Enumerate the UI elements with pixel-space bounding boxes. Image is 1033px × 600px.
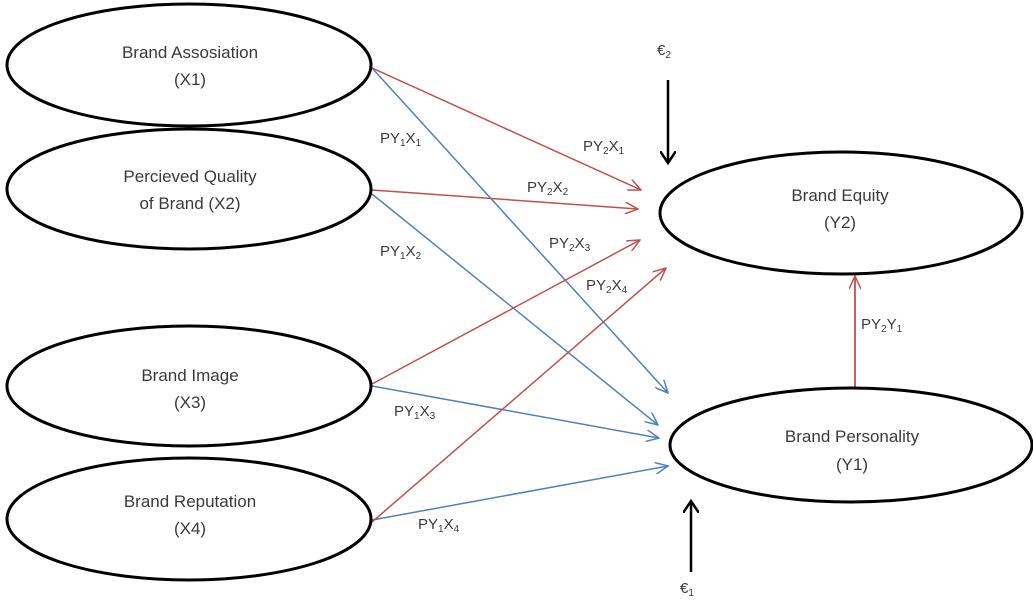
node-x3-name: Brand Image: [141, 366, 238, 385]
node-x3-code: (X3): [174, 393, 206, 412]
arrow-x4-to-y2: [371, 268, 666, 523]
node-y2-code: (Y2): [824, 213, 856, 232]
node-x1-name: Brand Assosiation: [122, 43, 258, 62]
error-e2-label: €2: [657, 42, 671, 61]
path-label-py1x1: PY1X1: [380, 130, 422, 149]
node-x1-code: (X1): [174, 70, 206, 89]
node-x4-code: (X4): [174, 519, 206, 538]
node-y1: Brand Personality (Y1): [668, 386, 1033, 504]
path-label-py2x4: PY2X4: [586, 277, 628, 296]
node-y1-name: Brand Personality: [785, 427, 920, 446]
path-label-py2y1: PY2Y1: [861, 316, 903, 335]
arrow-x2-to-y2: [371, 189, 638, 209]
node-x2: Percieved Quality of Brand (X2): [5, 127, 373, 251]
error-e1-label: €1: [680, 580, 694, 599]
path-label-py1x4: PY1X4: [418, 516, 460, 535]
node-y2: Brand Equity (Y2): [658, 150, 1024, 276]
node-x4-name: Brand Reputation: [124, 492, 256, 511]
node-x3: Brand Image (X3): [5, 324, 373, 448]
arrow-x2-to-y1: [371, 193, 658, 425]
arrow-x3-to-y1: [371, 385, 659, 438]
arrow-x1-to-y1: [371, 67, 668, 393]
path-label-py1x3: PY1X3: [394, 403, 436, 422]
path-label-py2x1: PY2X1: [583, 138, 625, 157]
node-x4: Brand Reputation (X4): [5, 456, 373, 582]
arrow-x4-to-y1: [371, 466, 668, 521]
node-x1: Brand Assosiation (X1): [5, 2, 373, 128]
node-x2-code: of Brand (X2): [139, 194, 240, 213]
node-y1-code: (Y1): [836, 455, 868, 474]
path-label-py2x3: PY2X3: [549, 235, 591, 254]
arrow-x3-to-y2: [371, 240, 640, 385]
node-x2-name: Percieved Quality: [123, 167, 257, 186]
arrow-x1-to-y2: [371, 67, 641, 190]
path-label-py2x2: PY2X2: [527, 179, 569, 198]
path-label-py1x2: PY1X2: [380, 243, 422, 262]
node-y2-name: Brand Equity: [791, 186, 889, 205]
